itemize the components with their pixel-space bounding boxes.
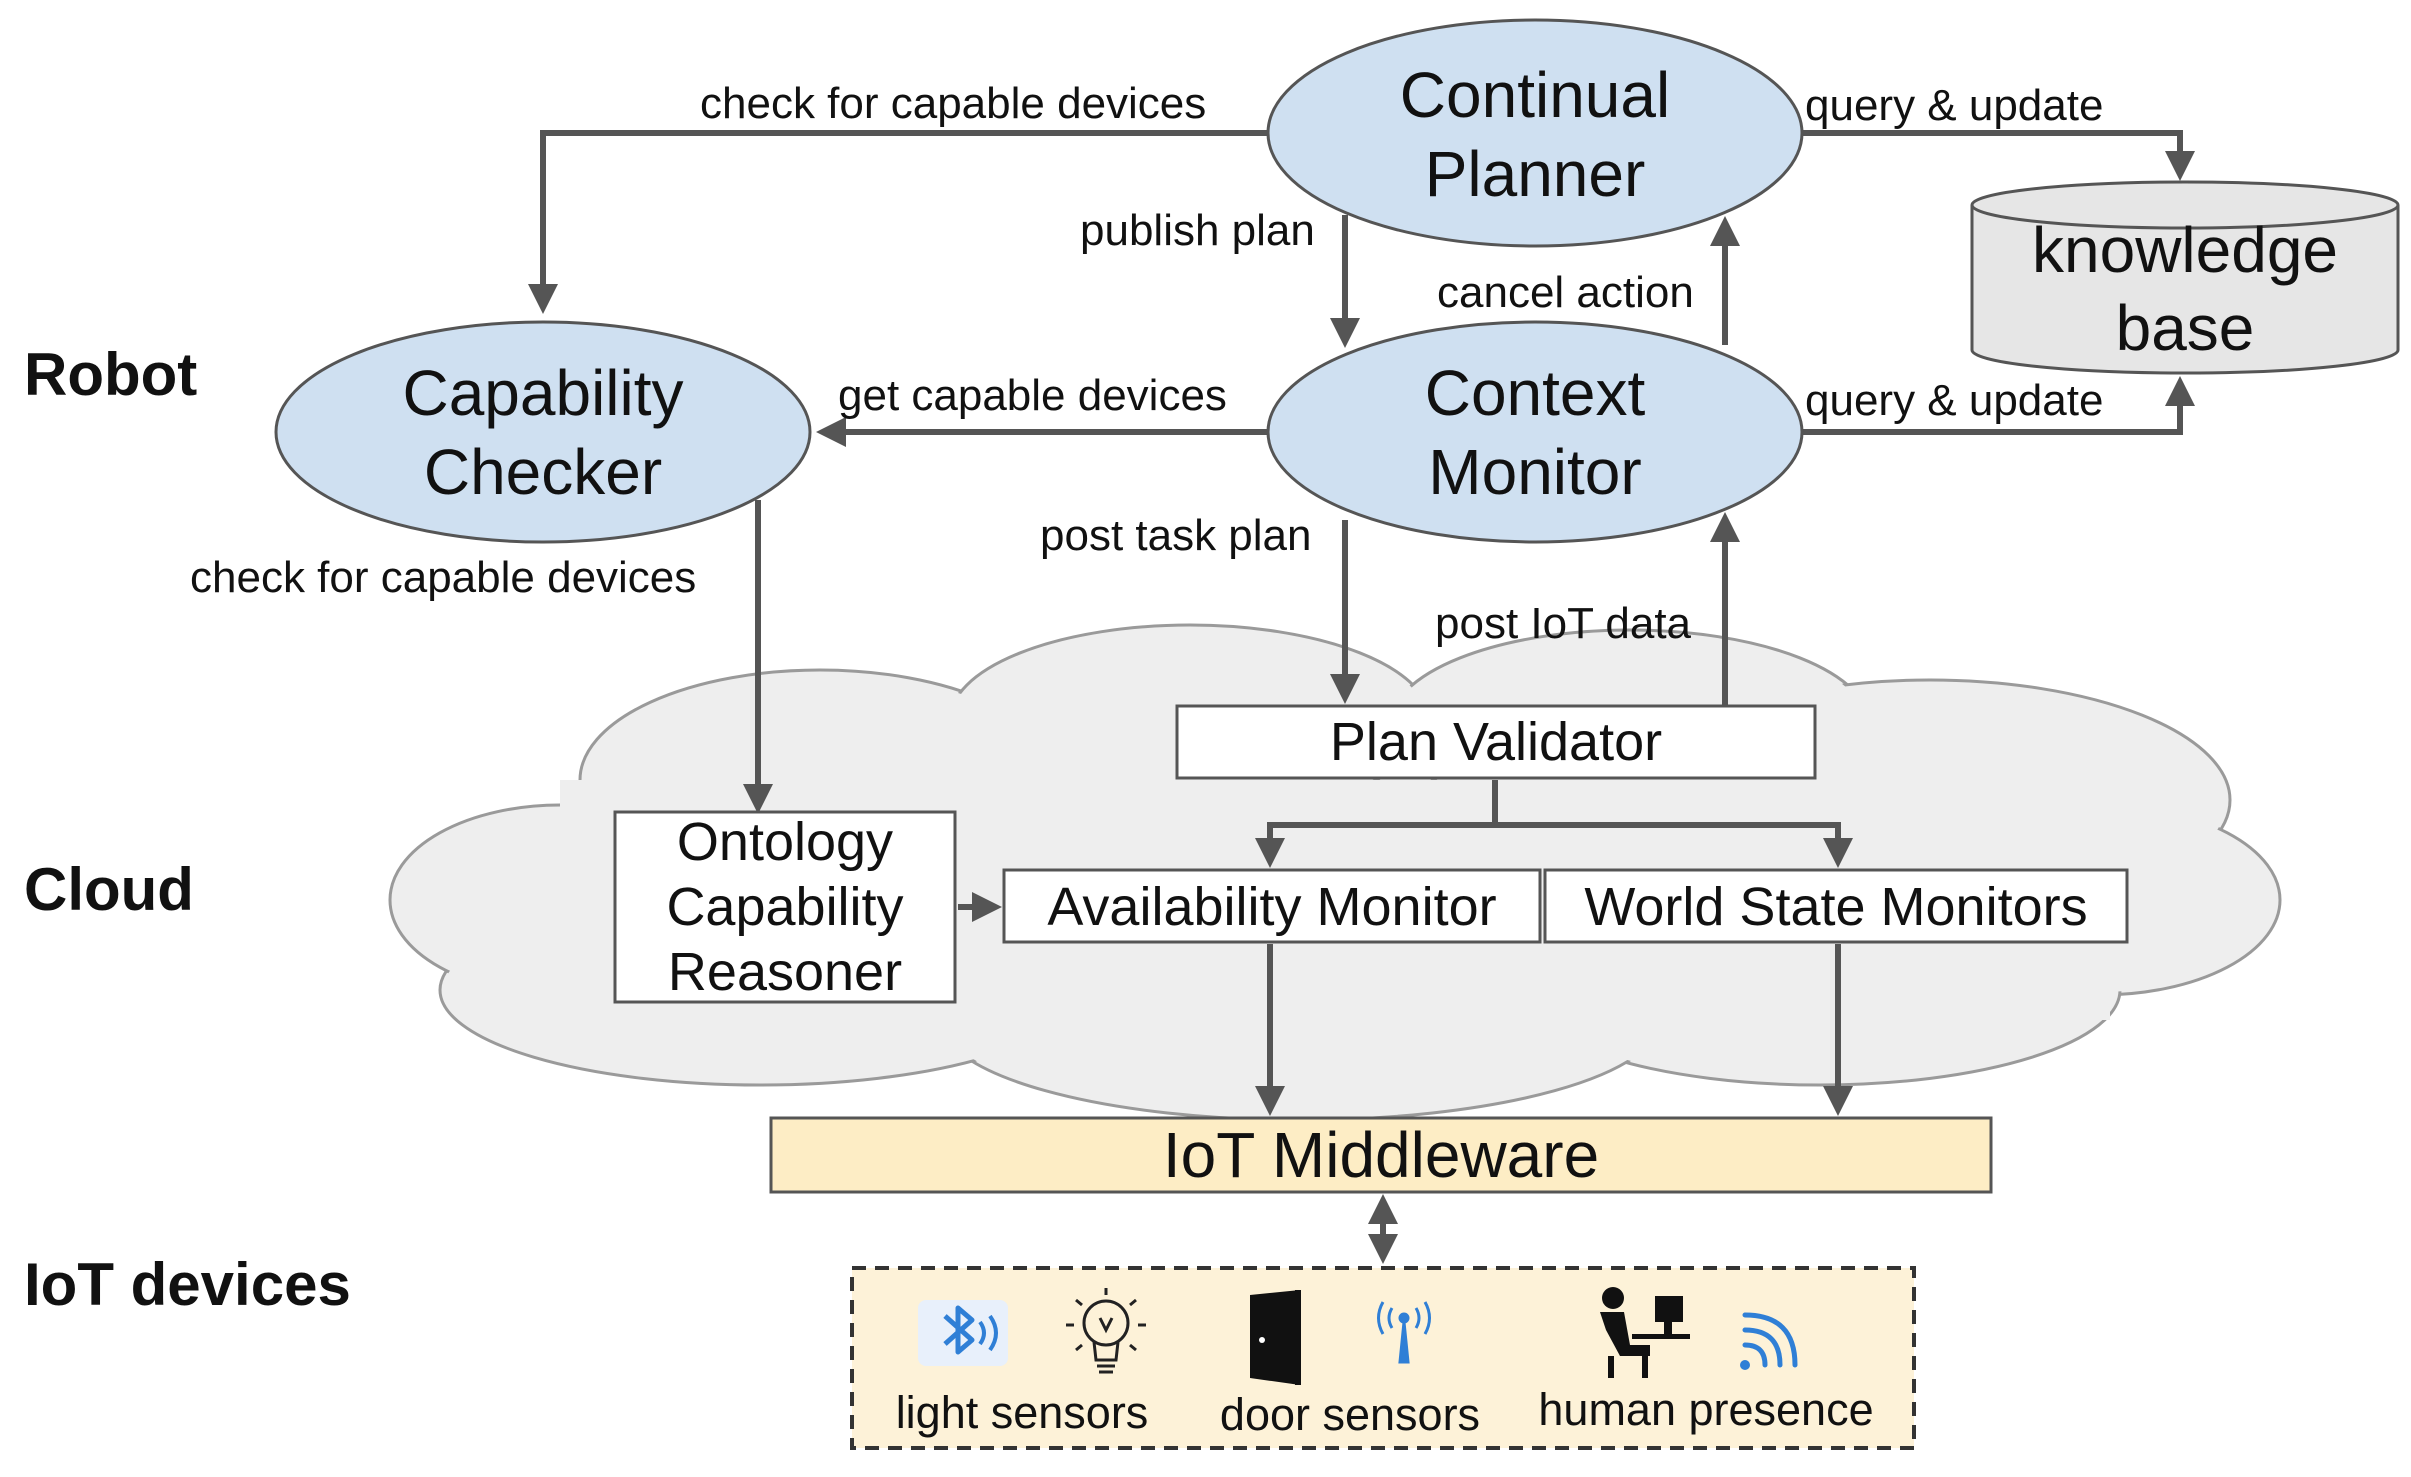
antenna-signal-icon <box>1377 1301 1431 1364</box>
capability-checker-line1: Capability <box>402 357 683 429</box>
continual-planner-line2: Planner <box>1425 138 1646 210</box>
plan-validator-label: Plan Validator <box>1330 712 1662 772</box>
edge-label-planner-to-kb: query & update <box>1805 81 2103 130</box>
context-monitor-line1: Context <box>1425 357 1646 429</box>
world-state-monitors-label: World State Monitors <box>1584 877 2087 937</box>
device-label-light-sensors: light sensors <box>896 1387 1149 1438</box>
node-world-state-monitors: World State Monitors <box>1543 868 2129 944</box>
bluetooth-icon <box>918 1300 1008 1366</box>
wifi-icon <box>1740 1312 1798 1370</box>
ontology-reasoner-line1: Ontology <box>677 812 893 872</box>
lane-label-iot-devices: IoT devices <box>24 1251 351 1318</box>
node-continual-planner: Continual Planner <box>1266 18 1804 248</box>
light-bulb-icon <box>1066 1288 1146 1374</box>
edge-planner-to-kb <box>1800 130 2195 181</box>
continual-planner-line1: Continual <box>1400 59 1670 131</box>
availability-monitor-label: Availability Monitor <box>1047 877 1496 937</box>
edge-context-to-kb <box>1800 376 2195 435</box>
knowledge-base-line1: knowledge <box>2032 214 2338 286</box>
iot-middleware-label: IoT Middleware <box>1163 1119 1599 1191</box>
node-iot-middleware: IoT Middleware <box>769 1116 1993 1194</box>
edge-label-post-iot-data: post IoT data <box>1435 599 1692 648</box>
iot-devices-panel: light sensors door sensors human presenc… <box>850 1266 1916 1450</box>
lane-label-cloud: Cloud <box>24 856 194 923</box>
node-plan-validator: Plan Validator <box>1175 704 1817 780</box>
ontology-reasoner-line2: Capability <box>666 877 903 937</box>
edge-label-checker-to-reasoner: check for capable devices <box>190 553 696 602</box>
device-label-door-sensors: door sensors <box>1220 1389 1480 1440</box>
node-capability-checker: Capability Checker <box>274 320 812 544</box>
edge-label-cancel-action: cancel action <box>1437 268 1694 317</box>
edge-label-planner-to-checker: check for capable devices <box>700 79 1206 128</box>
edge-label-get-capable-devices: get capable devices <box>838 371 1227 420</box>
edge-validator-to-availability <box>1255 780 1498 868</box>
capability-checker-line2: Checker <box>424 436 662 508</box>
node-knowledge-base: knowledge base <box>1970 180 2400 375</box>
node-context-monitor: Context Monitor <box>1266 320 1804 544</box>
context-monitor-line2: Monitor <box>1428 436 1641 508</box>
person-at-computer-icon <box>1600 1287 1690 1378</box>
ontology-reasoner-line3: Reasoner <box>668 942 902 1002</box>
lane-label-robot: Robot <box>24 341 197 408</box>
edge-planner-to-checker <box>528 130 1268 314</box>
edge-label-post-task-plan: post task plan <box>1040 511 1312 560</box>
door-icon <box>1250 1290 1301 1385</box>
edge-label-publish-plan: publish plan <box>1080 206 1315 255</box>
knowledge-base-line2: base <box>2116 292 2255 364</box>
node-ontology-capability-reasoner: Ontology Capability Reasoner <box>613 810 957 1004</box>
edge-validator-to-world-state <box>1495 822 1853 868</box>
device-label-human-presence: human presence <box>1538 1384 1873 1435</box>
node-availability-monitor: Availability Monitor <box>1002 868 1542 944</box>
edge-label-context-to-kb: query & update <box>1805 376 2103 425</box>
